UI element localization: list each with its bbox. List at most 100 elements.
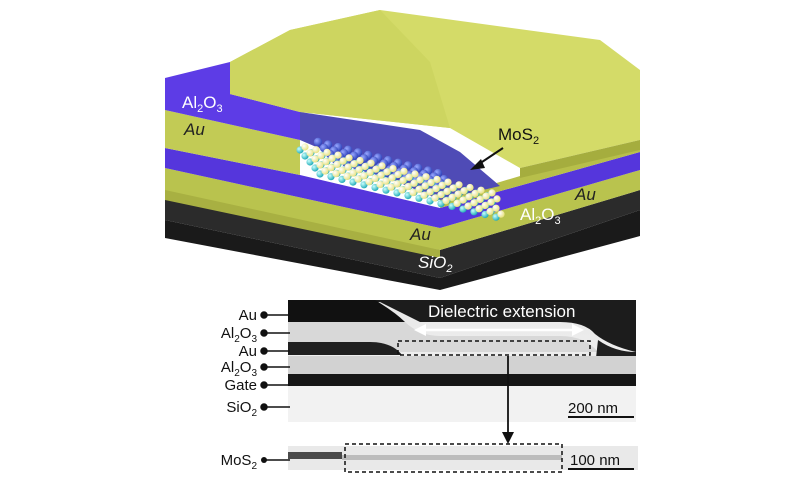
mos2-atom-s — [389, 165, 397, 173]
label-au-right: Au — [574, 185, 596, 204]
mos2-atom-s — [327, 164, 335, 172]
mos2-atom-s — [449, 184, 457, 192]
mos2-atom-s — [343, 172, 351, 180]
tem-au-top-left — [288, 300, 405, 322]
mos2-atom-s — [488, 189, 496, 197]
mos2-atom-s — [410, 179, 418, 187]
mos2-atom-s — [394, 171, 402, 179]
label-al2o3-top: Al2O3 — [182, 93, 223, 115]
mos2-atom-s — [421, 182, 429, 190]
mos2-atom-s — [464, 202, 472, 210]
mos2-atom-s — [382, 177, 390, 185]
zoom-strip: 100 nm MoS2 — [221, 443, 638, 473]
mos2-atom-s — [497, 210, 505, 218]
mos2-atom-s — [365, 178, 373, 186]
mos2-atom-s — [481, 201, 489, 210]
trench-floor — [300, 112, 500, 200]
scale-label-200: 200 nm — [568, 400, 618, 417]
mos2-atom-s — [422, 173, 430, 181]
mos2-atom-s — [411, 170, 419, 178]
mos2-atom-s — [339, 157, 347, 165]
sio2-layer-top — [165, 190, 640, 278]
label-au-bottom: Au — [409, 225, 431, 244]
mos2-atom-s — [404, 183, 412, 191]
mos2-atom-s — [334, 151, 342, 159]
mos2-atom-s — [345, 154, 353, 162]
tem-au-top — [288, 300, 636, 352]
mos2-arrowhead — [470, 159, 485, 170]
device-3d: Al2O3 Au MoS2 Au Al2O3 Au SiO2 — [165, 10, 640, 290]
mos2-atom-s — [433, 175, 441, 183]
gate-au-front — [165, 190, 440, 258]
mos2-atom-s — [466, 183, 474, 192]
mos2-atom-s — [420, 191, 428, 199]
mos2-atom-s — [471, 189, 479, 198]
mos2-atom-s — [338, 166, 346, 174]
mos2-atom-s — [354, 175, 362, 183]
mos2-atom-s — [405, 173, 413, 181]
zoom-dashed-box — [344, 443, 563, 473]
mos2-atom-mo — [313, 137, 323, 147]
mos2-atom-s — [316, 161, 324, 169]
mos2-atom-s — [415, 185, 423, 193]
mos2-atom-s — [454, 190, 462, 198]
mos2-atom-s — [371, 174, 379, 183]
mos2-atom-s — [387, 183, 395, 191]
zoom-mid-band — [342, 455, 562, 460]
mos2-atom-s — [312, 146, 320, 154]
mos2-atom-s — [427, 179, 435, 187]
mos2-atom-s — [437, 191, 445, 199]
side-label-al2o3-1: Al2O3 — [221, 325, 258, 345]
dielectric-arrowhead-left — [414, 324, 426, 336]
au-top-right-face — [520, 140, 640, 178]
mos2-atom-s — [377, 171, 385, 179]
mos2-atom-s — [383, 168, 391, 176]
mos2-atom-s — [475, 205, 483, 213]
mos2-atom-s — [432, 185, 440, 193]
mos2-atom-s — [367, 159, 375, 167]
zoom-side-label: MoS2 — [221, 452, 258, 472]
side-label-sio2: SiO2 — [226, 399, 257, 419]
al2o3-mid-layer — [165, 148, 640, 228]
mos2-atom-s — [416, 176, 424, 184]
mos2-atom-s — [477, 186, 485, 194]
mos2-atom-s — [321, 167, 329, 175]
scale-label-100: 100 nm — [570, 452, 620, 469]
mos2-atom-s — [378, 162, 386, 170]
tem-au-second-right — [596, 340, 636, 358]
mos2-atom-s — [372, 165, 380, 173]
mos2-atom-s — [344, 163, 352, 171]
tem-cross-section: Dielectric extension 200 nm Au Al2O3 Au … — [221, 300, 636, 444]
side-label-gate: Gate — [224, 377, 257, 394]
mos2-atom-s — [332, 170, 340, 178]
mos2-atom-s — [443, 187, 451, 195]
label-mos2: MoS2 — [498, 125, 539, 147]
mos2-atom-s — [301, 143, 309, 151]
leader-lines — [260, 311, 290, 411]
mos2-atom-s — [399, 177, 407, 185]
mos2-atom-s — [355, 166, 363, 174]
al2o3-top-layer — [165, 62, 300, 140]
mos2-atom-s — [470, 199, 478, 207]
mos2-atom-s — [459, 196, 467, 204]
mos2-atom-s — [317, 152, 325, 160]
mos2-atom-s — [492, 204, 500, 212]
tem-al2o3-lower — [288, 356, 636, 374]
mos2-atom-s — [460, 187, 468, 195]
au-left-block — [165, 110, 300, 175]
mos2-atom-s — [431, 194, 439, 202]
side-label-al2o3-2: Al2O3 — [221, 359, 258, 379]
sio2-layer-front — [165, 210, 640, 290]
mos2-atom-s — [493, 195, 501, 203]
dashed-region-box — [397, 340, 591, 356]
mos2-atom-s — [366, 168, 374, 177]
mos2-atom-s — [333, 160, 341, 168]
mos2-atom-s — [486, 207, 494, 216]
mos2-atom-s — [455, 181, 463, 189]
label-al2o3-mid: Al2O3 — [520, 205, 561, 227]
mos2-atom-s — [311, 155, 319, 163]
mos2-atom-s — [426, 188, 434, 196]
mos2-atom-s — [444, 178, 452, 186]
label-au-left: Au — [183, 120, 205, 139]
